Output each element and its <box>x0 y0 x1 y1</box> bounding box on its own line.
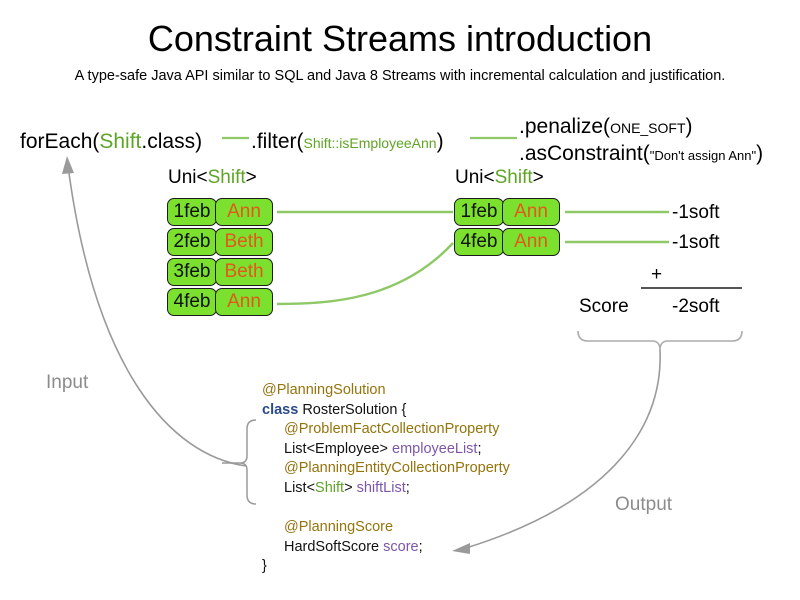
pipeline-filter: .filter(Shift::isEmployeeAnn) <box>251 130 444 154</box>
code-token: ; <box>405 479 410 496</box>
code-token: score <box>383 538 419 555</box>
tuple-name-cell: Beth <box>215 228 273 256</box>
tuple-date-cell: 2feb <box>167 228 217 256</box>
impact-score-1: -1soft <box>672 202 720 223</box>
output-label: Output <box>615 494 673 515</box>
pipeline-for-each: forEach(Shift.class) <box>20 130 202 154</box>
uni-right-type: Shift <box>494 167 533 188</box>
tuple-date-cell: 3feb <box>167 258 217 286</box>
code-line: @PlanningSolution <box>262 381 510 401</box>
tuple-date-cell: 1feb <box>167 198 217 226</box>
tuple-name-cell: Ann <box>215 198 273 226</box>
code-token: ; <box>477 440 482 457</box>
tuple-name-cell: Ann <box>502 198 560 226</box>
code-token: HardSoftScore <box>284 538 384 555</box>
code-token: class <box>262 401 303 418</box>
code-token: @PlanningSolution <box>262 382 386 398</box>
penalize-arg: ONE_SOFT <box>610 120 686 136</box>
pipeline-as-constraint: .asConstraint("Don't assign Ann") <box>519 142 763 166</box>
sum-operator: + <box>651 264 663 285</box>
code-fields-brace <box>239 419 257 505</box>
code-line <box>262 499 510 519</box>
uni-left-type: Shift <box>207 167 246 188</box>
uni-right-suffix: > <box>532 167 544 188</box>
uni-left-suffix: > <box>245 167 257 188</box>
tuple-flow-4feb <box>276 242 454 306</box>
tuple-date-cell: 4feb <box>167 288 217 316</box>
as-constraint-arg: "Don't assign Ann" <box>649 148 757 163</box>
code-token: List< <box>284 479 316 496</box>
score-brace <box>577 330 743 351</box>
code-token: ; <box>418 538 423 555</box>
pipeline-penalize: .penalize(ONE_SOFT) <box>519 115 693 139</box>
for-each-type: Shift <box>99 130 142 153</box>
page-title: Constraint Streams introduction <box>147 18 653 59</box>
tuple-name-cell: Ann <box>215 288 273 316</box>
tuple-date-cell: 4feb <box>454 228 504 256</box>
for-each-tail: .class) <box>141 130 203 153</box>
score-total: -2soft <box>672 296 720 317</box>
code-token: } <box>262 558 267 575</box>
uni-left-prefix: Uni< <box>168 167 208 188</box>
code-token: List<Employee> <box>284 440 393 457</box>
score-label: Score <box>579 296 629 317</box>
tuple-date-cell: 1feb <box>454 198 504 226</box>
uni-right-prefix: Uni< <box>455 167 495 188</box>
code-token: > <box>344 479 357 496</box>
penalize-tail: ) <box>685 115 693 138</box>
stream-label-right: Uni<Shift> <box>455 167 544 189</box>
code-token: employeeList <box>392 440 478 457</box>
code-token: RosterSolution { <box>302 401 407 418</box>
code-line: HardSoftScore score; <box>262 538 510 558</box>
code-token: @PlanningEntityCollectionProperty <box>284 460 510 477</box>
for-each-call: forEach( <box>20 130 100 153</box>
input-arrowhead <box>62 156 74 174</box>
impact-score-2: -1soft <box>672 232 720 253</box>
input-label: Input <box>46 372 89 393</box>
code-token: @PlanningScore <box>284 519 394 536</box>
tuple-name-cell: Beth <box>215 258 273 286</box>
penalize-call: .penalize( <box>519 115 611 138</box>
stream-label-left: Uni<Shift> <box>168 167 257 189</box>
code-line: @ProblemFactCollectionProperty <box>262 420 510 440</box>
code-line: List<Shift> shiftList; <box>262 479 510 499</box>
code-line: class RosterSolution { <box>262 401 510 421</box>
page-subtitle: A type-safe Java API similar to SQL and … <box>74 68 726 84</box>
filter-call: .filter( <box>251 130 304 153</box>
code-line: List<Employee> employeeList; <box>262 440 510 460</box>
as-constraint-call: .asConstraint( <box>519 142 650 165</box>
tuple-name-cell: Ann <box>502 228 560 256</box>
code-token: Shift <box>315 479 345 496</box>
as-constraint-tail: ) <box>756 142 764 165</box>
code-line: @PlanningEntityCollectionProperty <box>262 459 510 479</box>
filter-tail: ) <box>436 130 444 153</box>
filter-arg: Shift::isEmployeeAnn <box>303 135 437 151</box>
code-token: shiftList <box>356 479 406 496</box>
code-line: @PlanningScore <box>262 518 510 538</box>
code-token: @ProblemFactCollectionProperty <box>284 421 500 438</box>
code-line: } <box>262 557 510 577</box>
